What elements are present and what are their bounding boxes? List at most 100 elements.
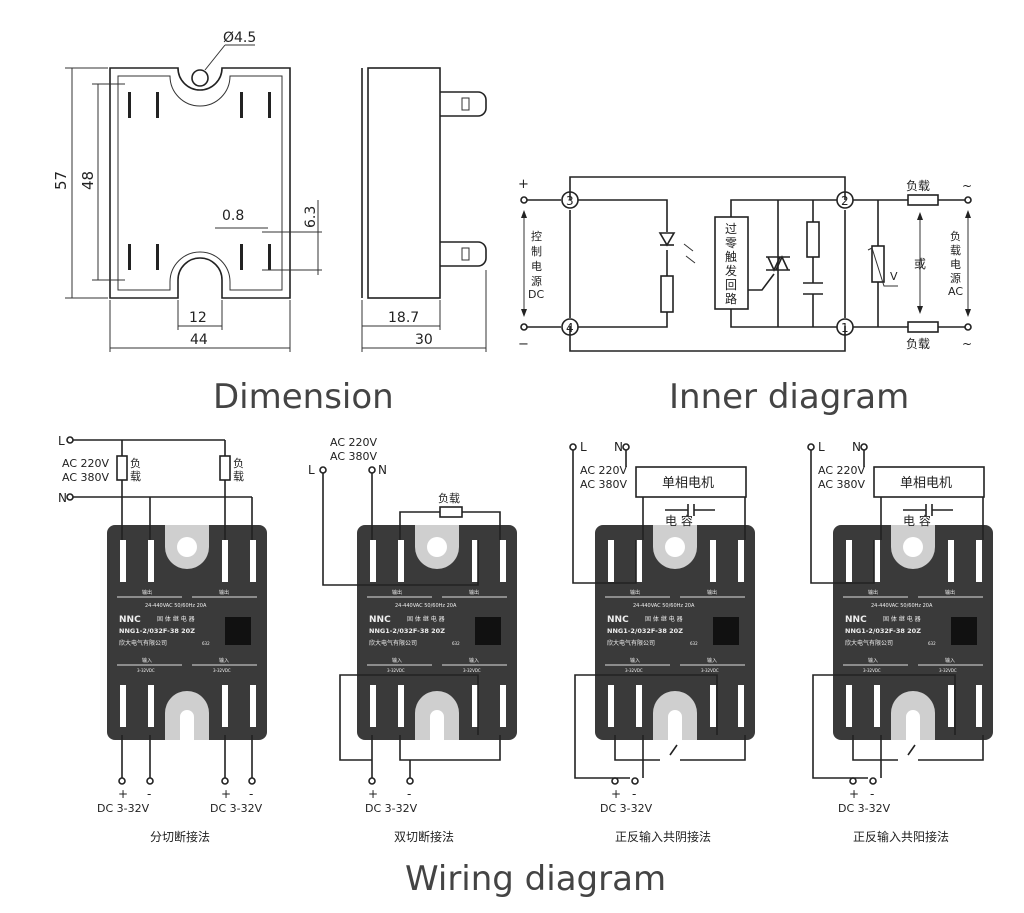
model-text: NNG1-2/032F-38 20Z xyxy=(119,627,195,635)
qr-code xyxy=(951,617,977,645)
rating-text: 24-440VAC 50/60Hz 20A xyxy=(871,603,933,609)
rating-text: 24-440VAC 50/60Hz 20A xyxy=(395,603,457,609)
input-range: 3-32VDC xyxy=(387,668,405,673)
label: AC 220V xyxy=(818,464,866,477)
inner-circuit: + − 控 制 电 源 DC 3 4 2 1 过 零 触 发 回 路 xyxy=(518,176,972,352)
svg-text:载: 载 xyxy=(130,470,141,483)
output-label: 输出 xyxy=(142,589,152,596)
brand-logo: NNC xyxy=(607,615,629,625)
caption-1: 分切断接法 xyxy=(150,829,210,844)
input-label: 输入 xyxy=(945,657,955,664)
svg-text:电: 电 xyxy=(950,258,961,271)
code-text: 632 xyxy=(202,641,210,646)
terminal xyxy=(370,540,376,582)
height-inner-label: 48 xyxy=(79,171,97,190)
dimension-front-view: Ø4.5 57 48 0.8 6.3 12 44 xyxy=(52,30,322,352)
terminal-marks xyxy=(128,92,271,270)
svg-text:载: 载 xyxy=(950,244,961,257)
svg-text:AC: AC xyxy=(948,285,963,298)
svg-text:发: 发 xyxy=(725,263,737,278)
or-label: 或 xyxy=(914,257,926,271)
label: - xyxy=(870,787,874,801)
label: AC 220V xyxy=(580,464,628,477)
terminal xyxy=(846,540,852,582)
svg-text:+: + xyxy=(118,787,128,801)
terminal xyxy=(120,540,126,582)
terminal-circles: 3 4 2 1 xyxy=(561,191,854,336)
qr-code xyxy=(225,617,251,645)
input-range: 3-32VDC xyxy=(463,668,481,673)
terminal xyxy=(738,685,744,727)
input-range: 3-32VDC xyxy=(863,668,881,673)
output-label: 输出 xyxy=(868,589,878,596)
svg-text:2: 2 xyxy=(841,194,849,208)
input-label: 输入 xyxy=(630,657,640,664)
svg-text:DC 3-32V: DC 3-32V xyxy=(97,802,150,815)
output-label: 输出 xyxy=(469,589,479,596)
terminal xyxy=(250,540,256,582)
svg-text:触: 触 xyxy=(725,250,737,264)
brand-logo: NNC xyxy=(845,615,867,625)
model-text: NNG1-2/032F-38 20Z xyxy=(369,627,445,635)
output-label: 输出 xyxy=(707,589,717,596)
code-text: 632 xyxy=(452,641,460,646)
svg-text:电: 电 xyxy=(531,260,542,273)
terminal xyxy=(148,540,154,582)
svg-text:零: 零 xyxy=(725,236,737,250)
terminal xyxy=(846,685,852,727)
dimension-side-view: 18.7 30 xyxy=(361,67,487,352)
dc-label: DC 3-32V xyxy=(600,802,653,815)
dc-minus: − xyxy=(518,337,529,352)
rating-text: 24-440VAC 50/60Hz 20A xyxy=(633,603,695,609)
svg-text:AC 380V: AC 380V xyxy=(330,450,378,463)
svg-text:-: - xyxy=(147,787,151,801)
type-text: 固 体 继 电 器 xyxy=(157,615,195,623)
terminal xyxy=(948,540,954,582)
maker-text: 欣大电气有限公司 xyxy=(845,639,893,647)
width-total-label: 44 xyxy=(190,332,208,348)
svg-text:DC: DC xyxy=(528,288,544,301)
L-label: L xyxy=(818,440,825,454)
input-range: 3-32VDC xyxy=(625,668,643,673)
rating-text: 24-440VAC 50/60Hz 20A xyxy=(145,603,207,609)
terminal xyxy=(370,685,376,727)
terminal xyxy=(500,540,506,582)
svg-text:L: L xyxy=(58,434,65,448)
svg-text:负载: 负载 xyxy=(438,491,460,505)
type-text: 固 体 继 电 器 xyxy=(883,615,921,623)
input-range: 3-32VDC xyxy=(137,668,155,673)
svg-text:1: 1 xyxy=(841,321,849,335)
input-range: 3-32VDC xyxy=(939,668,957,673)
control-label: 控 制 电 源 DC xyxy=(528,229,544,301)
terminal xyxy=(976,685,982,727)
varistor-icon xyxy=(871,245,885,283)
terminal xyxy=(222,540,228,582)
side-depth-label: 30 xyxy=(415,332,433,348)
input-label: 输入 xyxy=(469,657,479,664)
maker-text: 欣大电气有限公司 xyxy=(369,639,417,647)
motor-box xyxy=(635,466,747,498)
label: + xyxy=(849,787,859,801)
input-label: 输入 xyxy=(142,657,152,664)
svg-text:DC 3-32V: DC 3-32V xyxy=(210,802,263,815)
svg-text:控: 控 xyxy=(531,229,542,243)
svg-text:-: - xyxy=(249,787,253,801)
motor-label: 单相电机 xyxy=(900,476,952,491)
terminal xyxy=(636,685,642,727)
maker-text: 欣大电气有限公司 xyxy=(607,639,655,647)
label: - xyxy=(632,787,636,801)
svg-text:制: 制 xyxy=(531,245,542,258)
terminal-width-label: 6.3 xyxy=(303,206,319,228)
motor-box xyxy=(873,466,985,498)
svg-text:路: 路 xyxy=(725,291,737,306)
terminal xyxy=(472,685,478,727)
triac-icon xyxy=(748,255,790,291)
slot-width-label: 12 xyxy=(189,310,207,326)
svg-text:+: + xyxy=(368,787,378,801)
terminal xyxy=(608,685,614,727)
svg-text:~: ~ xyxy=(962,179,972,193)
